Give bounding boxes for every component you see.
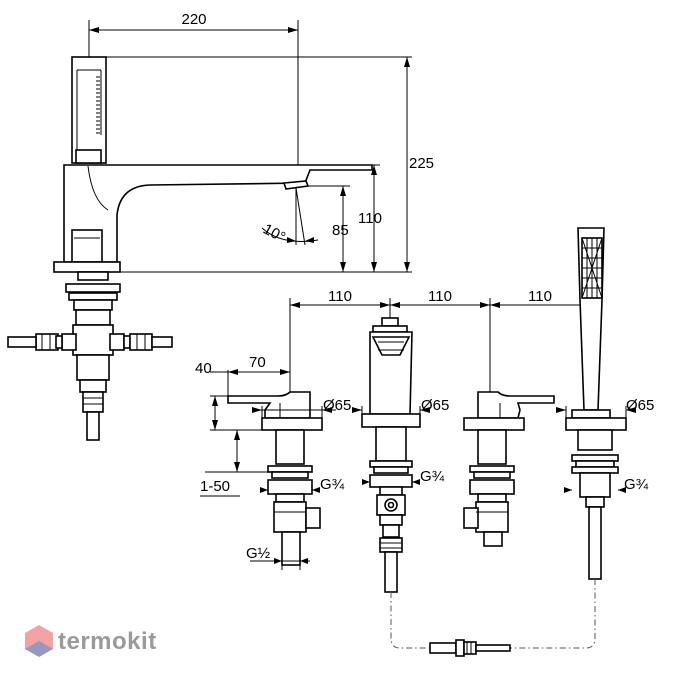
dim-lever-height: 40: [195, 360, 212, 377]
dim-thread-valve-1: G¾: [320, 476, 345, 493]
dim-rosette-2: Ø65: [421, 397, 449, 414]
valve-right: [463, 391, 555, 547]
dim-spout-reach: 220: [181, 11, 206, 28]
dim-spacing-2: 110: [428, 288, 452, 305]
dim-rosette-1: Ø65: [323, 397, 351, 414]
dim-spout-height: 110: [358, 210, 382, 227]
handshower-nozzle-grid: [581, 237, 603, 299]
dim-deck-thickness: 1-50: [200, 478, 230, 495]
dim-thread-diverter: G¾: [420, 468, 445, 485]
dim-outlet-height: 85: [332, 222, 349, 239]
front-views: 110 110 110 70 40: [195, 227, 654, 657]
brand-name: termokit: [58, 628, 157, 655]
spout-mixing-valve: [7, 271, 173, 441]
handshower-nozzles: [96, 76, 100, 134]
diverter: [361, 317, 421, 593]
dim-spacing-1: 110: [328, 288, 352, 305]
handshower-holder: [565, 227, 627, 580]
valve-left: [227, 391, 323, 566]
dim-spout-angle: 10°: [260, 221, 288, 247]
termokit-logo: [25, 625, 53, 657]
spout-side-view: 220 225 110: [7, 11, 434, 441]
dim-thread-inlet: G½: [246, 545, 271, 562]
hose-path: [390, 592, 430, 649]
dim-spacing-3: 110: [528, 288, 552, 305]
dim-rosette-3: Ø65: [626, 397, 654, 414]
dim-total-height: 225: [409, 155, 434, 172]
dim-lever-length: 70: [249, 354, 266, 371]
hose-connector: [429, 639, 511, 657]
dim-thread-handshower: G¾: [624, 476, 649, 493]
